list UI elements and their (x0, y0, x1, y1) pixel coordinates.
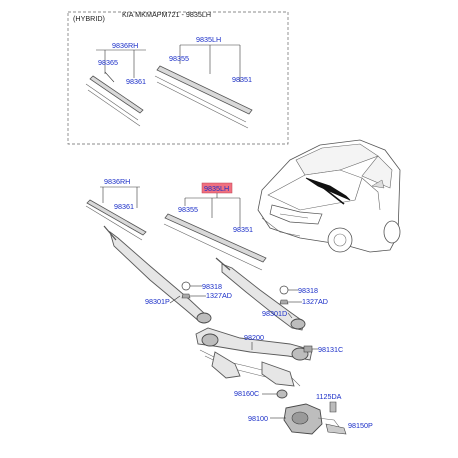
linkage-crank (211, 351, 241, 379)
label-1125da[interactable]: 1125DA (316, 392, 342, 401)
car-bumper (261, 217, 301, 237)
label-98200[interactable]: 98200 (244, 333, 264, 342)
wiper-arm-lh-tip (215, 257, 231, 271)
label-98301p[interactable]: 98301P (145, 297, 170, 306)
harness-98150p[interactable] (325, 423, 347, 435)
wiper-arm-rh-tip (103, 225, 117, 241)
leader-98301d (287, 312, 293, 319)
wiper-arm-rh[interactable] (109, 230, 209, 323)
refill-rh (85, 205, 143, 241)
linkage-mount (261, 361, 295, 387)
wiper-arm-lh-pivot (290, 318, 306, 330)
cap-98318-left[interactable] (181, 281, 191, 291)
hybrid-inset: (HYBRID) KIA MKMAPM721 - 9835LH 9836RH 9… (67, 10, 289, 145)
hybrid-label-98355[interactable]: 98355 (169, 54, 189, 63)
hybrid-label-9836rh[interactable]: 9836RH (112, 41, 138, 50)
car-side-window (361, 155, 393, 189)
car-rear-wheel (383, 220, 401, 244)
label-98301d[interactable]: 98301D (262, 309, 287, 318)
car-grille-line (279, 213, 309, 219)
linkage-motor: 98200 98131C 98160C 98100 1125DA 98150P (195, 327, 373, 435)
label-9835lh-highlight[interactable]: 9835LH (204, 184, 229, 193)
motor-cap (291, 411, 309, 425)
label-1327ad-right[interactable]: 1327AD (302, 297, 328, 306)
hybrid-box-border (67, 11, 289, 145)
car-door-line (361, 177, 381, 211)
label-98361[interactable]: 98361 (114, 202, 134, 211)
label-1327ad-left[interactable]: 1327AD (206, 291, 232, 300)
wiper-arm-rh-pivot (196, 312, 212, 324)
label-9836rh[interactable]: 9836RH (104, 177, 130, 186)
label-98160c[interactable]: 98160C (234, 389, 259, 398)
label-98131c[interactable]: 98131C (318, 345, 343, 354)
cap-98318-right[interactable] (279, 285, 289, 295)
label-98351[interactable]: 98351 (233, 225, 253, 234)
car-front-hub (333, 233, 347, 247)
hybrid-title: (HYBRID) (73, 14, 105, 23)
hybrid-pointer-365 (104, 71, 115, 83)
hybrid-refill-rh-b (87, 89, 141, 127)
part-98160c[interactable] (276, 389, 288, 399)
hybrid-refill-lh-a (154, 75, 247, 123)
hybrid-blade-lh[interactable] (156, 65, 253, 115)
nut-1327ad-right[interactable] (279, 299, 289, 305)
linkage-pivot-left (201, 333, 219, 347)
blade-lh[interactable] (164, 213, 267, 263)
nut-1327ad-left[interactable] (181, 293, 191, 299)
hybrid-refill-lh-b (156, 81, 249, 129)
motor-wire (317, 417, 341, 429)
label-98100[interactable]: 98100 (248, 414, 268, 423)
hybrid-label-98365[interactable]: 98365 (98, 58, 118, 67)
hybrid-label-9835lh[interactable]: 9835LH (196, 35, 221, 44)
car-mirror (371, 179, 385, 189)
hybrid-blade-rh[interactable] (89, 75, 144, 114)
wiper-arm-lh[interactable] (221, 263, 305, 331)
model-title: KIA MKMAPM721 - 9835LH (122, 10, 211, 19)
hybrid-label-98361[interactable]: 98361 (126, 77, 146, 86)
car-front-wheel (327, 227, 353, 253)
label-98318-right[interactable]: 98318 (298, 286, 318, 295)
leader-98301p (169, 295, 181, 304)
bolt-1125da[interactable] (329, 401, 337, 413)
refill-lh (163, 223, 263, 271)
car-illustration (257, 139, 401, 253)
blade-rh[interactable] (86, 199, 147, 236)
label-98355[interactable]: 98355 (178, 205, 198, 214)
grommet-98131c[interactable] (303, 345, 313, 353)
car-grille (269, 204, 323, 225)
wiper-arms: 98301P 98301D 98318 1327AD 98318 1327AD (103, 225, 328, 331)
label-98150p[interactable]: 98150P (348, 421, 373, 430)
hybrid-label-98351[interactable]: 98351 (232, 75, 252, 84)
hybrid-refill-rh-a (85, 83, 139, 121)
label-98318-left[interactable]: 98318 (202, 282, 222, 291)
main-blades: 9836RH 98361 9835LH 98355 98351 (85, 177, 267, 271)
car-wiper-arm (315, 181, 345, 205)
